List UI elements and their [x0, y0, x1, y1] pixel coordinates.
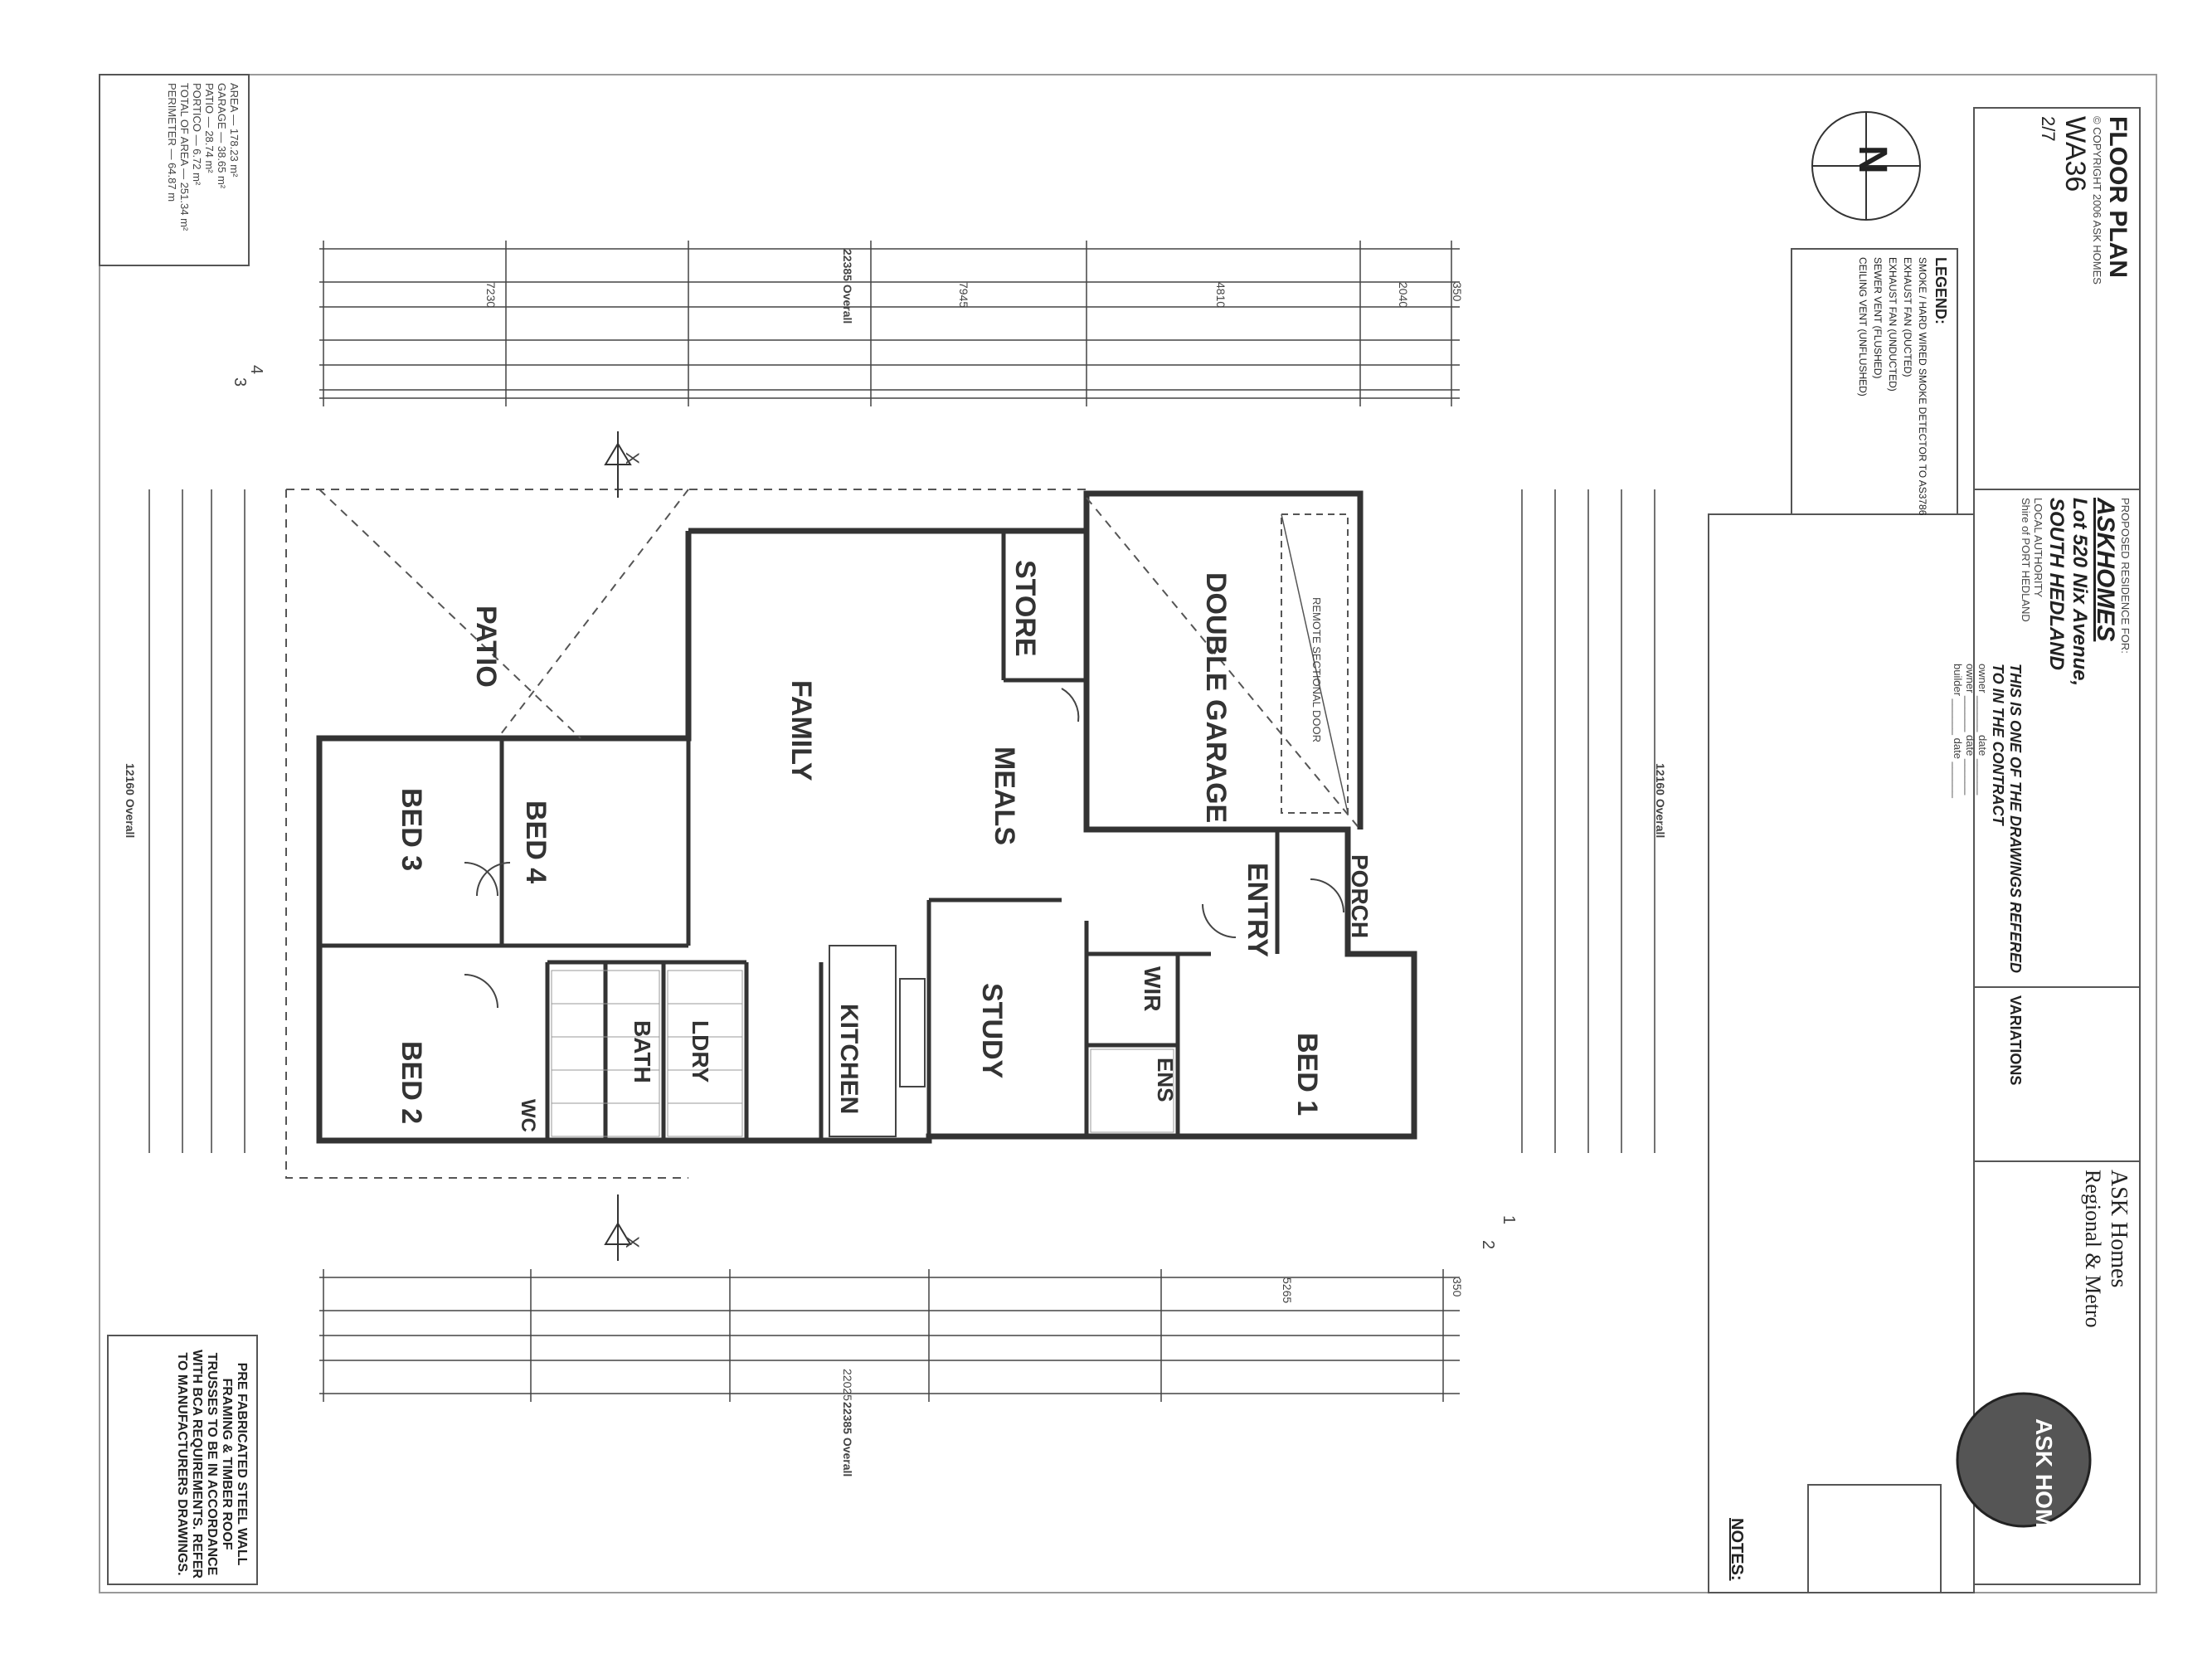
company-logo: ASK HOMES: [2030, 1418, 2057, 1559]
area-row: PERIMETER — 64.87 m: [166, 83, 178, 202]
proposed-for: PROPOSED RESIDENCE FOR:: [2119, 498, 2132, 654]
signature-line: owner ______ date ______: [1964, 664, 1976, 795]
area-row: TOTAL OF AREA — 251.34 m²: [178, 83, 191, 231]
company-line1: ASK Homes: [2106, 1170, 2132, 1288]
room-label-ldry: LDRY: [688, 1020, 713, 1083]
title-block-project: PROPOSED RESIDENCE FOR: ASKHOMES Lot 520…: [2020, 498, 2132, 979]
signature-line: owner ______ date ______: [1976, 664, 1989, 795]
room-label-wc: WC: [517, 1099, 539, 1132]
elevation-marker: 2: [1479, 1240, 1497, 1250]
area-row: PATIO — 28.74 m²: [203, 83, 216, 173]
legend-title: LEGEND:: [1932, 257, 1949, 324]
room-label-patio: PATIO: [470, 606, 502, 688]
legend-item: CEILING VENT (UNFLUSHED): [1857, 257, 1869, 397]
room-label-entry: ENTRY: [1242, 863, 1273, 957]
elevation-marker: 4: [247, 365, 265, 375]
contract-note: THIS IS ONE OF THE DRAWINGS REFERED TO I…: [1990, 664, 2024, 974]
room-label-bed3: BED 3: [396, 788, 427, 872]
framing-note: PRE FABRICATED STEEL WALL FRAMING & TIMB…: [174, 1348, 249, 1580]
logo-text: ASK HOMES: [2031, 1418, 2057, 1559]
top-dim: 350: [1451, 282, 1464, 302]
room-label-ens: ENS: [1153, 1058, 1178, 1102]
room-label-porch: PORCH: [1347, 854, 1373, 939]
area-row: AREA — 178.23 m²: [228, 83, 241, 178]
north-arrow: N: [1850, 145, 1894, 174]
top-dim: 2040: [1397, 282, 1410, 309]
area-table: AREA — 178.23 m² GARAGE — 38.65 m² PATIO…: [166, 83, 241, 257]
garage-door-note: REMOTE SECTIONAL DOOR: [1310, 597, 1323, 743]
contract-block: THIS IS ONE OF THE DRAWINGS REFERED TO I…: [1952, 664, 2024, 979]
authority-label: LOCAL AUTHORITY: [2032, 498, 2044, 598]
top-dim: 7945: [957, 282, 970, 309]
room-label-bed2: BED 2: [396, 1041, 427, 1125]
legend-item: SEWER VENT (FLUSHED): [1872, 257, 1884, 379]
sheet-number: 2/7: [2038, 116, 2059, 142]
bottom-dim: 22025: [841, 1369, 854, 1401]
room-label-bed1: BED 1: [1291, 1033, 1323, 1117]
legend: LEGEND: SMOKE / HARD WIRED SMOKE DETECTO…: [1854, 257, 1949, 516]
area-row: GARAGE — 38.65 m²: [216, 83, 228, 189]
room-label-store: STORE: [1009, 560, 1041, 657]
company-line2: Regional & Metro: [2081, 1170, 2105, 1328]
variations-title: VARIATIONS: [2007, 995, 2024, 1086]
legend-item: SMOKE / HARD WIRED SMOKE DETECTOR TO AS3…: [1917, 257, 1928, 516]
room-label-double-garage: DOUBLE GARAGE: [1200, 572, 1232, 824]
overall-dim-bottom: 22385 Overall: [841, 1402, 854, 1477]
overall-dim-top: 22385 Overall: [841, 249, 854, 324]
drawing-number: WA36: [2059, 116, 2091, 192]
top-dim: 7230: [484, 282, 498, 309]
legend-item: EXHAUST FAN (DUCTED): [1902, 257, 1913, 377]
legend-item: EXHAUST FAN (UNDUCTED): [1887, 257, 1898, 392]
room-label-bed4: BED 4: [520, 800, 552, 884]
lot-address: Lot 520 Nix Avenue,: [2069, 498, 2091, 687]
elevation-marker: 1: [1500, 1215, 1518, 1225]
room-label-kitchen: KITCHEN: [835, 1004, 863, 1115]
section-marker: X: [622, 1236, 643, 1248]
bottom-dim: 5265: [1281, 1277, 1294, 1304]
area-row: PORTICO — 6.72 m²: [191, 83, 203, 186]
room-label-bath: BATH: [630, 1020, 655, 1083]
notes-heading: NOTES:: [1728, 1518, 1746, 1581]
overall-dim-left: 12160 Overall: [124, 763, 137, 839]
framing-note-text: PRE FABRICATED STEEL WALL FRAMING & TIMB…: [175, 1350, 249, 1579]
bottom-dim: 350: [1451, 1277, 1464, 1297]
overall-dim-right: 12160 Overall: [1654, 763, 1667, 839]
signature-line: builder ______ date ______: [1952, 664, 1964, 798]
title-block-header: FLOOR PLAN © COPYRIGHT 2006 ASK HOMES WA…: [2037, 116, 2132, 481]
room-label-study: STUDY: [976, 983, 1008, 1079]
drawing-title: FLOOR PLAN: [2104, 116, 2132, 278]
elevation-marker: 3: [231, 377, 249, 387]
top-dim: 4810: [1214, 282, 1228, 309]
company-block: ASK Homes Regional & Metro: [2080, 1170, 2132, 1418]
suburb: SOUTH HEDLAND: [2045, 498, 2068, 670]
section-marker: X: [622, 452, 643, 465]
copyright: © COPYRIGHT 2006 ASK HOMES: [2091, 116, 2103, 285]
client-name: ASKHOMES: [2092, 498, 2119, 642]
room-label-meals: MEALS: [989, 747, 1020, 845]
room-label-family: FAMILY: [785, 680, 817, 781]
room-label-wir: WIR: [1140, 966, 1165, 1012]
variations-block: VARIATIONS: [2006, 995, 2024, 1085]
